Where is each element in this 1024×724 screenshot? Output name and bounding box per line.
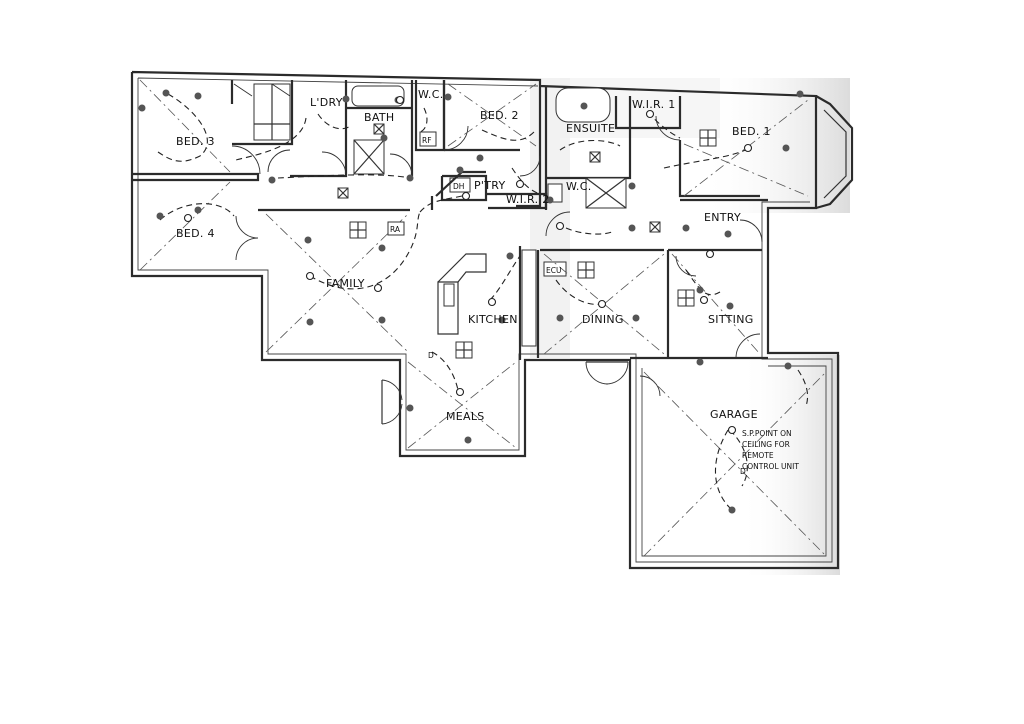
grid-symbols [337,123,717,359]
room-label-meals: MEALS [446,410,485,423]
room-label-family: FAMILY [326,277,365,290]
window-grid-family [349,221,367,239]
fixture-labels: RF RA DH ECU D D [387,136,746,476]
room-label-wir2: W.I.R. 2 [506,193,550,206]
room-label-bed1: BED. 1 [732,125,771,138]
room-labels: BED. 3 BED. 4 L'DRY BATH W.C. BED. 2 ENS… [176,88,771,423]
garage-note: S.P.POINT ON CEILING FOR REMOTE CONTROL … [742,429,799,471]
switch-points [183,95,753,435]
room-label-bed4: BED. 4 [176,227,215,240]
room-label-bed3: BED. 3 [176,135,215,148]
garage-note-line1: S.P.POINT ON [742,429,792,438]
window-grid-dining [577,261,595,279]
room-label-wc1: W.C. [418,88,444,101]
fixture-label-d2: D [740,467,746,476]
room-label-entry: ENTRY [704,211,741,224]
window-grid-meals [455,341,473,359]
window-grid-sitting [677,289,695,307]
room-label-bath: BATH [364,111,394,124]
room-label-bed2: BED. 2 [480,109,519,122]
room-label-wc2: W.C. [566,180,592,193]
garage-note-line4: CONTROL UNIT [742,462,799,471]
fixture-label-d1: D [428,351,434,360]
room-label-dining: DINING [582,313,624,326]
fixture-label-dh: DH [453,182,464,191]
fixture-label-rf: RF [422,136,432,145]
fixture-label-ra: RA [390,225,401,234]
garage-note-line3: REMOTE [742,451,774,460]
room-label-ensuite: ENSUITE [566,122,615,135]
scan-shading [530,78,850,575]
room-label-ptry: P'TRY [474,179,506,192]
window-grid-bed1 [699,129,717,147]
garage-note-line2: CEILING FOR [742,440,790,449]
room-label-garage: GARAGE [710,408,758,421]
room-label-ldry: L'DRY [310,96,343,109]
fixture-label-ecu: ECU [546,266,561,275]
room-label-sitting: SITTING [708,313,754,326]
exhaust-fan-icon [337,123,661,233]
room-label-kitchen: KITCHEN [468,313,518,326]
room-label-wir1: W.I.R. 1 [632,98,676,111]
light-points [138,89,804,514]
